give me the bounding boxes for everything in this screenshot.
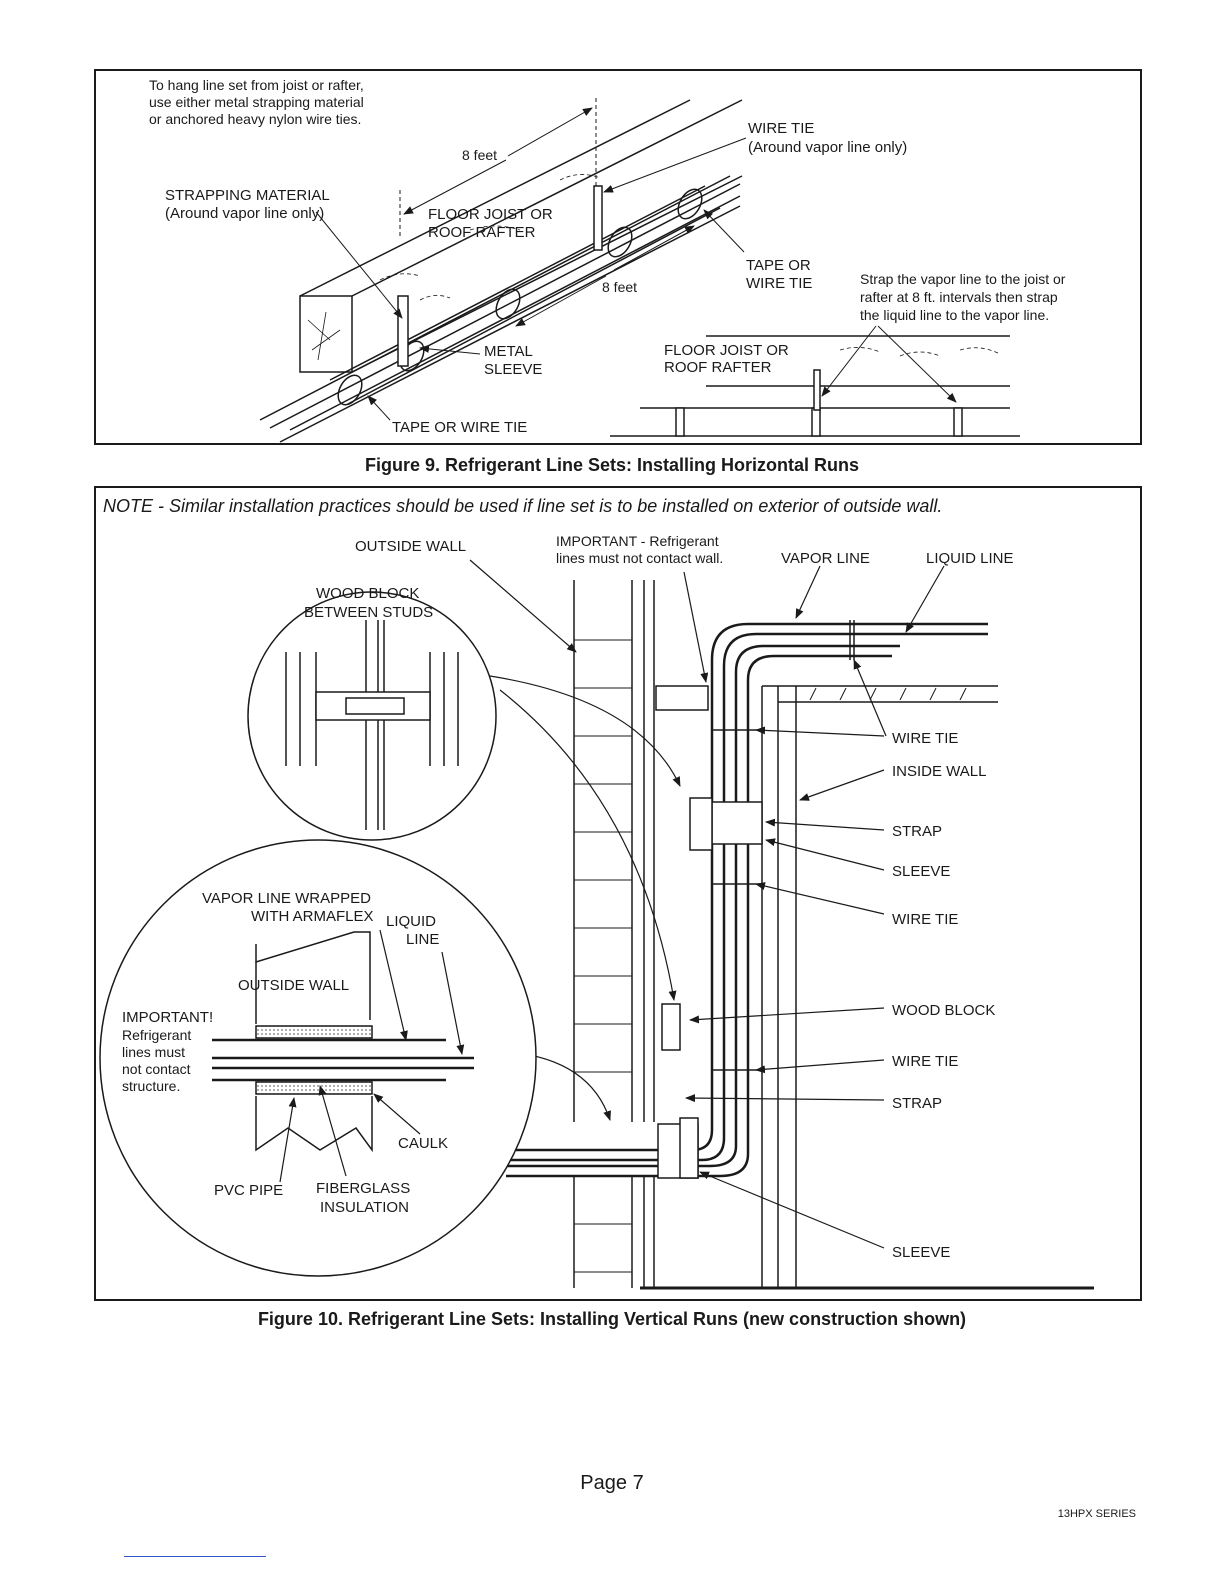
wire-tie-label-b: WIRE TIE [892, 911, 958, 928]
metal-sleeve-label-2: SLEEVE [484, 361, 542, 378]
wood-block-label-1: WOOD BLOCK [316, 585, 419, 602]
figure-9-diagram: To hang line set from joist or rafter, u… [94, 69, 1142, 445]
vapor-wrapped-label-1: VAPOR LINE WRAPPED [202, 890, 371, 907]
wire-tie-label-c: WIRE TIE [892, 1053, 958, 1070]
pvc-pipe-label: PVC PIPE [214, 1182, 283, 1199]
vapor-wrapped-label-2: WITH ARMAFLEX [251, 908, 374, 925]
dimension-8-feet-bottom: 8 feet [602, 279, 637, 295]
strapping-label-1: STRAPPING MATERIAL [165, 187, 330, 204]
series-label: 13HPX SERIES [1057, 1508, 1136, 1520]
joist-label-1: FLOOR JOIST OR [428, 206, 553, 223]
important-warning-2: lines must [122, 1044, 185, 1060]
strap-note-3: the liquid line to the vapor line. [860, 307, 1049, 323]
important-label-2: lines must not contact wall. [556, 550, 723, 566]
top-wood-block [655, 685, 709, 711]
wire-tie-label-2: (Around vapor line only) [748, 139, 907, 156]
important-warning-title: IMPORTANT! [122, 1009, 213, 1026]
liquid-line-label: LIQUID LINE [926, 550, 1014, 567]
caulk-label: CAULK [398, 1135, 448, 1152]
inset-joist-label-2: ROOF RAFTER [664, 359, 772, 376]
vertical-fittings [657, 620, 855, 1179]
dimension-8-feet-top: 8 feet [462, 147, 497, 163]
wire-tie-shape [593, 185, 603, 251]
detail-liquid-label-2: LINE [406, 931, 439, 948]
inset-joist-detail [610, 335, 1020, 437]
strap-note-1: Strap the vapor line to the joist or [860, 271, 1066, 287]
vertical-line-set [500, 622, 988, 1178]
wood-block-label: WOOD BLOCK [892, 1002, 995, 1019]
important-warning-3: not contact [122, 1061, 191, 1077]
outside-wall-label: OUTSIDE WALL [355, 538, 466, 555]
strap-label-a: STRAP [892, 823, 942, 840]
outside-wall-studs [573, 580, 655, 1288]
horizontal-line-set [259, 175, 741, 443]
strap-note-2: rafter at 8 ft. intervals then strap [860, 289, 1058, 305]
tape-label-2: WIRE TIE [746, 275, 812, 292]
figure-9-border [94, 69, 1142, 445]
intro-text-2: use either metal strapping material [149, 94, 364, 110]
intro-text-1: To hang line set from joist or rafter, [149, 77, 364, 93]
vapor-line-label: VAPOR LINE [781, 550, 870, 567]
page-number: Page 7 [580, 1472, 644, 1494]
important-warning-1: Refrigerant [122, 1027, 191, 1043]
wire-tie-label-a: WIRE TIE [892, 730, 958, 747]
important-warning-4: structure. [122, 1078, 180, 1094]
inside-wall [761, 685, 998, 1288]
fiberglass-label-1: FIBERGLASS [316, 1180, 410, 1197]
figure-9-caption: Figure 9. Refrigerant Line Sets: Install… [364, 455, 860, 475]
detail-outside-wall-label: OUTSIDE WALL [238, 977, 349, 994]
sleeve-label-a: SLEEVE [892, 863, 950, 880]
tape-label-1: TAPE OR [746, 257, 811, 274]
bottom-link-line[interactable] [124, 1556, 266, 1557]
inset-joist-label-1: FLOOR JOIST OR [664, 342, 789, 359]
figure-10-border [94, 486, 1142, 1301]
detail-liquid-label-1: LIQUID [386, 913, 436, 930]
wood-block-label-2: BETWEEN STUDS [304, 604, 433, 621]
metal-sleeve-label-1: METAL [484, 343, 533, 360]
wire-tie-label-1: WIRE TIE [748, 120, 814, 137]
penetration-detail-circle [99, 839, 537, 1277]
figure-10-note: NOTE - Similar installation practices sh… [103, 496, 942, 516]
figure-10-caption: Figure 10. Refrigerant Line Sets: Instal… [257, 1309, 967, 1329]
strapping-label-2: (Around vapor line only) [165, 205, 324, 222]
strap-label-b: STRAP [892, 1095, 942, 1112]
figure-10-diagram: NOTE - Similar installation practices sh… [94, 486, 1142, 1301]
important-label-1: IMPORTANT - Refrigerant [556, 533, 719, 549]
inside-wall-label: INSIDE WALL [892, 763, 986, 780]
joist-label-2: ROOF RAFTER [428, 224, 536, 241]
strapping-material-shape [397, 295, 409, 367]
sleeve-label-b: SLEEVE [892, 1244, 950, 1261]
wood-block-detail-circle [247, 591, 497, 841]
tape-wire-tie-label: TAPE OR WIRE TIE [392, 419, 527, 436]
intro-text-3: or anchored heavy nylon wire ties. [149, 111, 361, 127]
fiberglass-label-2: INSULATION [320, 1199, 409, 1216]
